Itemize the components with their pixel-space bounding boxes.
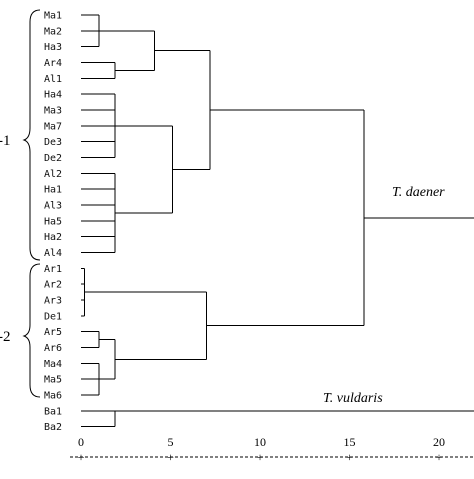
axis-tick-label-20: 20 [433,435,445,449]
axis-tick-mark-0: + [78,450,85,464]
leaf-label-ba2: Ba2 [44,422,62,433]
leaf-label-ma7: Ma7 [44,121,62,132]
cluster-label-2: -2 [0,329,11,345]
axis-tick-mark-20: + [436,450,443,464]
leaf-label-ha5: Ha5 [44,216,62,227]
leaf-label-ma6: Ma6 [44,390,62,401]
leaf-label-ma3: Ma3 [44,105,62,116]
leaf-label-al3: Al3 [44,200,62,211]
leaf-label-ar5: Ar5 [44,327,62,338]
leaf-label-ar3: Ar3 [44,295,62,306]
leaf-label-ba1: Ba1 [44,406,62,417]
leaf-label-ar6: Ar6 [44,343,62,354]
cluster-brace-2 [22,263,41,398]
axis-tick-label-5: 5 [168,435,174,449]
leaf-label-ma1: Ma1 [44,11,62,22]
species-label-lower: T. vuldaris [323,391,383,406]
leaf-label-ar1: Ar1 [44,264,62,275]
cluster-braces [22,9,41,398]
leaf-label-ar2: Ar2 [44,280,62,291]
distance-axis: 0+5+10+15+20+ [70,435,474,464]
cluster-label-1: -1 [0,133,11,149]
leaf-label-ma4: Ma4 [44,359,62,370]
leaf-label-ha4: Ha4 [44,90,62,101]
leaf-label-ha3: Ha3 [44,42,62,53]
axis-tick-label-10: 10 [254,435,266,449]
axis-tick-label-15: 15 [344,435,356,449]
axis-tick-mark-10: + [257,450,264,464]
leaf-label-ma2: Ma2 [44,26,62,37]
leaf-label-ar4: Ar4 [44,58,62,69]
leaf-label-al1: Al1 [44,74,62,85]
leaf-label-de3: De3 [44,137,62,148]
leaf-label-ma5: Ma5 [44,375,62,386]
leaf-label-al2: Al2 [44,169,62,180]
leaf-label-de2: De2 [44,153,62,164]
axis-tick-mark-15: + [346,450,353,464]
axis-tick-label-0: 0 [78,435,84,449]
species-label-upper: T. daener [392,185,445,200]
leaf-label-de1: De1 [44,311,62,322]
axis-tick-mark-5: + [167,450,174,464]
leaf-label-ha1: Ha1 [44,185,62,196]
dendrogram-edges [81,14,474,428]
leaf-label-ha2: Ha2 [44,232,62,243]
leaf-label-al4: Al4 [44,248,62,259]
leaf-labels: Ma1Ma2Ha3Ar4Al1Ha4Ma3Ma7De3De2Al2Ha1Al3H… [44,11,62,434]
cluster-brace-1 [22,9,41,261]
